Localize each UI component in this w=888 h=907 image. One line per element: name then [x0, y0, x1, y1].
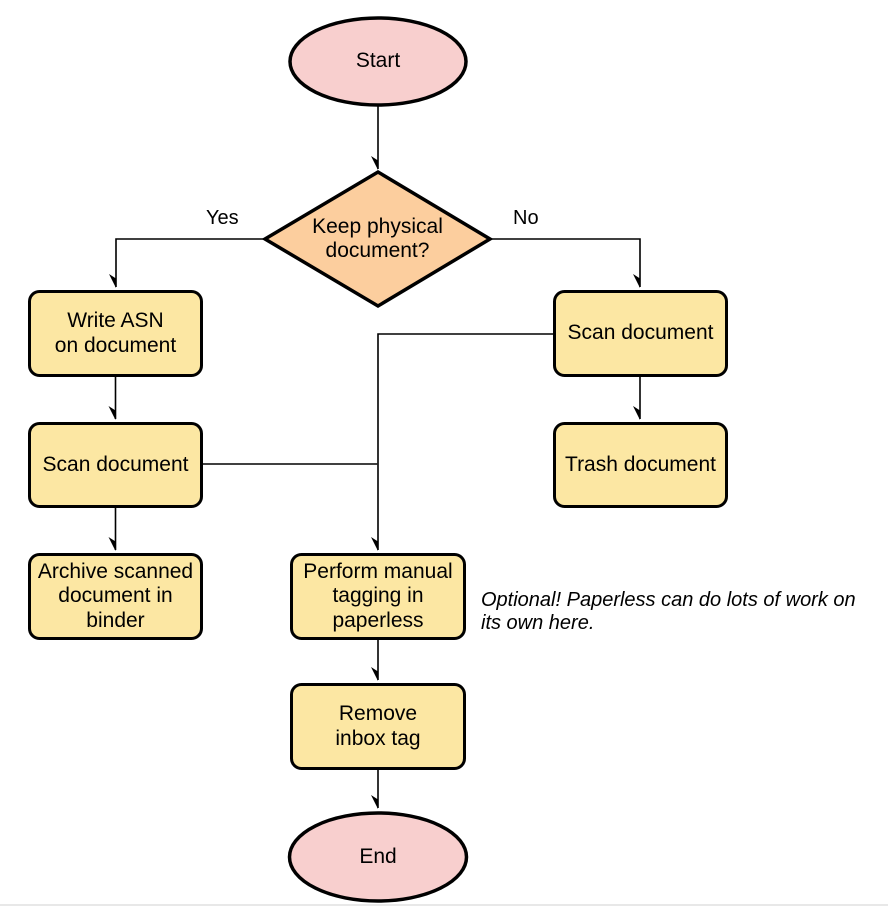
- node-end-shape: [287, 811, 469, 903]
- edge-scan-right-tagging: [378, 333, 553, 550]
- node-archive-shape: [28, 553, 203, 640]
- optional-note: Optional! Paperless can do lots of work …: [481, 589, 856, 634]
- edge-label-no: No: [513, 207, 539, 229]
- node-tagging-shape: [290, 553, 466, 640]
- node-scan-left-shape: [28, 422, 203, 508]
- node-scan-right-shape: [553, 290, 728, 377]
- node-remove-inbox-shape: [290, 683, 466, 770]
- node-write-asn-shape: [28, 290, 203, 377]
- node-start-shape: [288, 16, 468, 107]
- edge-label-yes: Yes: [206, 207, 239, 229]
- edge-decision-write-asn: [116, 238, 265, 287]
- node-decision-shape: [261, 169, 494, 309]
- edge-decision-scan-right: [490, 238, 641, 287]
- page-bottom-divider: [0, 904, 888, 906]
- node-trash-shape: [553, 422, 728, 508]
